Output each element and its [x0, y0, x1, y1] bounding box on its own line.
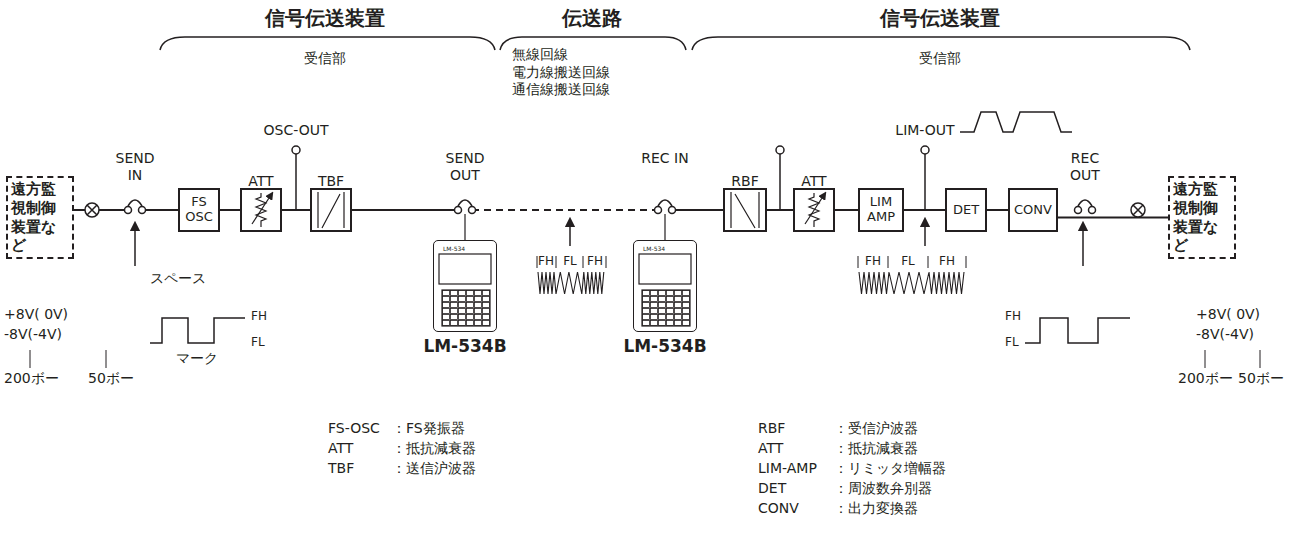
circuit-block: LIM AMP [858, 188, 904, 232]
label: FH [251, 309, 267, 323]
wire [670, 209, 723, 211]
block-label: LM-534 [434, 246, 496, 252]
label: -8V(-4V) [1196, 326, 1254, 343]
label: ：受信沪波器 [834, 420, 918, 437]
label: SEND IN [109, 150, 161, 184]
label: TBF [328, 460, 354, 477]
tester-illustration [439, 214, 691, 326]
label: FL [1005, 335, 1019, 349]
label: FL [901, 254, 915, 268]
label: ：送信沪波器 [392, 460, 476, 477]
label: 受信部 [919, 50, 961, 67]
tester-box: LM-534LM-534B [433, 240, 497, 332]
bracket [160, 37, 495, 50]
circuit-block: FS OSC [178, 188, 220, 232]
circuit-block: RBF [723, 188, 767, 232]
label: OSC-OUT [264, 122, 329, 139]
label: ：FS発振器 [392, 420, 465, 437]
label: ：抵抗減衰器 [834, 440, 918, 457]
label: 200ボー [4, 370, 59, 387]
label: ：抵抗減衰器 [392, 440, 476, 457]
device-name: LM-534B [623, 337, 706, 357]
label: ATT [758, 440, 783, 457]
label: REC OUT [1059, 150, 1111, 184]
wire [352, 209, 460, 211]
attenuator-symbol [252, 193, 824, 227]
circuit-block: DET [945, 188, 987, 232]
data-waveform [1025, 318, 1130, 343]
label: FH [939, 254, 955, 268]
label: FS-OSC [328, 420, 380, 437]
label: CONV [758, 500, 799, 517]
block-label: LM-534 [634, 246, 696, 252]
label: +8V( 0V) [1196, 306, 1260, 323]
label: FL [251, 335, 265, 349]
data-waveform [150, 318, 245, 343]
block-label: CONV [1010, 203, 1056, 218]
block-label: 遠方監視制御装置など [8, 180, 72, 255]
label: ：出力変換器 [834, 500, 918, 517]
block-label: ATT [248, 173, 273, 189]
label: 信号伝送装置 [265, 6, 385, 30]
block-label: FS OSC [180, 195, 218, 225]
filter-symbol [318, 192, 759, 228]
signal-line [987, 209, 1008, 211]
block-label: DET [947, 203, 985, 218]
signal-line [220, 209, 240, 211]
circuit-block: ATT [240, 188, 282, 232]
label: DET [758, 480, 786, 497]
label: スペース [150, 270, 206, 287]
label: 50ボー [1238, 370, 1284, 387]
label: 50ボー [88, 370, 134, 387]
signal-line [835, 209, 858, 211]
circuit-block: TBF [310, 188, 352, 232]
bracket [692, 37, 1190, 50]
label: FH [587, 254, 603, 268]
device-box: 遠方監視制御装置など [6, 176, 74, 259]
block-label: TBF [318, 173, 344, 189]
label: 無線回線 電力線搬送回線 通信線搬送回線 [512, 46, 624, 99]
block-label: 遠方監視制御装置など [1170, 180, 1234, 255]
label: LIM-OUT [895, 122, 954, 139]
block-label: LIM AMP [860, 195, 902, 225]
label: ：周波数弁別器 [834, 480, 932, 497]
label: 伝送路 [562, 6, 622, 30]
label: FL [563, 254, 577, 268]
label: LIM-AMP [758, 460, 817, 477]
label: +8V( 0V) [4, 306, 68, 323]
circuit-block: ATT [793, 188, 835, 232]
label: 受信部 [304, 50, 346, 67]
fsk-waveform [538, 272, 964, 294]
label: FH [865, 254, 881, 268]
label: ：リミッタ増幅器 [834, 460, 946, 477]
signal-line [1058, 217, 1168, 219]
device-box: 遠方監視制御装置など [1168, 176, 1236, 259]
tester-box: LM-534LM-534B [633, 240, 697, 332]
label: FH [1005, 309, 1021, 323]
label: マーク [176, 350, 218, 367]
block-label: RBF [731, 173, 758, 189]
label: SEND OUT [439, 150, 491, 184]
label: ATT [328, 440, 353, 457]
label: REC IN [639, 150, 691, 167]
label: -8V(-4V) [4, 326, 62, 343]
detector-waveform [960, 112, 1072, 132]
jack-symbol [125, 200, 1096, 216]
circuit-block: CONV [1008, 188, 1058, 232]
block-label: ATT [801, 173, 826, 189]
label: FH [538, 254, 554, 268]
label: RBF [758, 420, 785, 437]
label: 200ボー [1178, 370, 1233, 387]
device-name: LM-534B [423, 337, 506, 357]
label: 信号伝送装置 [880, 6, 1000, 30]
